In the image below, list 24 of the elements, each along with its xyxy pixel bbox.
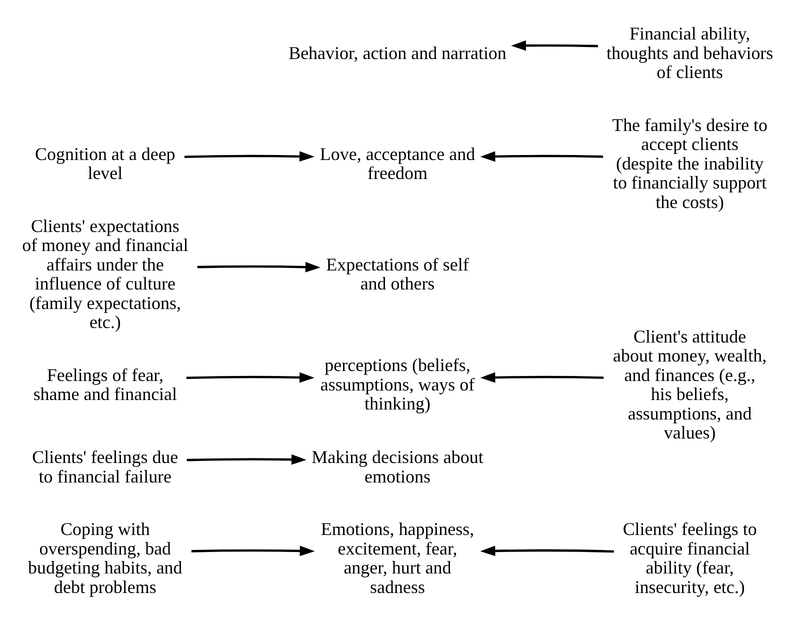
node-text: The family's desire to accept clients (despite the inability to financially support the costs) [612,114,768,212]
node-text: Love, acceptance and freedom [320,143,476,183]
arrow [191,545,315,556]
arrow [186,372,314,382]
node-text: Feelings of fear, shame and financial [33,364,178,404]
arrow [511,40,598,50]
node-text: Expectations of self and others [326,254,469,294]
node-text: Clients' feelings due to financial failure [32,446,178,486]
node-text: Cognition at a deep level [35,143,176,183]
arrow [186,454,306,464]
node-text: Clients' feelings to acquire financial ability (fear, insecurity, etc.) [622,518,757,596]
arrow [480,150,604,162]
node-text: Client's attitude about money, wealth, and finances (e.g., his beliefs, assumptions, and values) [613,326,767,442]
arrow [197,261,320,272]
arrow [480,372,604,382]
arrow [480,545,614,556]
node-text: Behavior, action and narration [288,42,506,62]
node-text: Making decisions about emotions [312,446,484,486]
node-text: Emotions, happiness, excitement, fear, anger, hurt and sadness [320,518,474,596]
arrow [184,150,314,162]
node-text: Clients' expectations of money and financial affairs under the influence of culture (family expectations, etc.) [22,215,188,332]
node-text: Financial ability, thoughts and behaviors of clients [606,23,774,82]
node-text: Coping with overspending, bad budgeting habits, and debt problems [28,518,182,596]
node-text: perceptions (beliefs, assumptions, ways of thinking) [320,354,475,414]
